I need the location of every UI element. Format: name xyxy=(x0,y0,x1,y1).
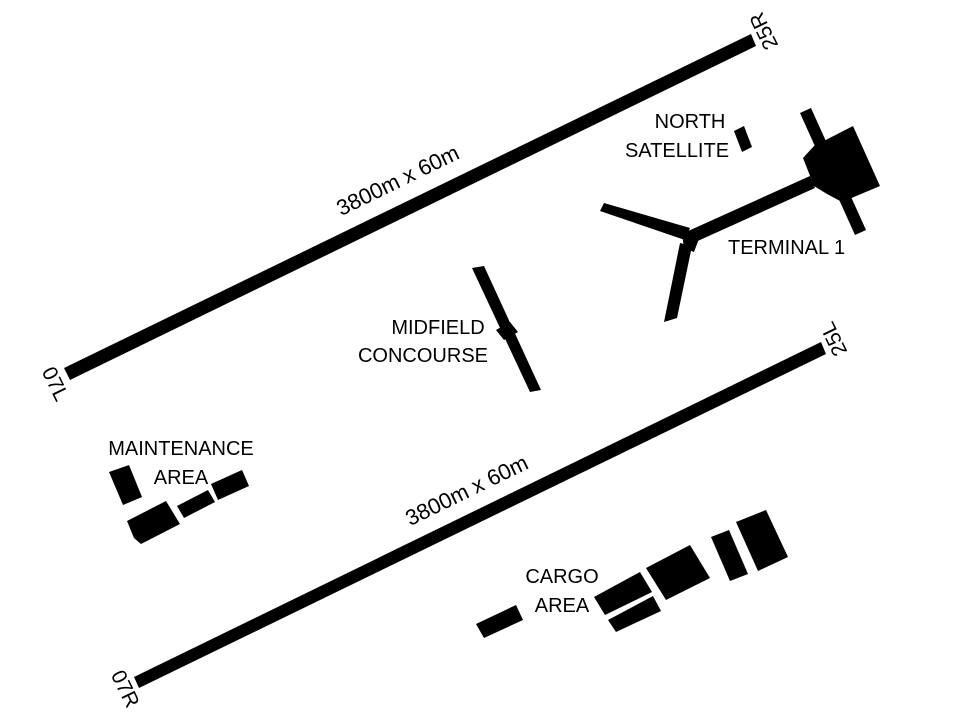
maintenance-hangar-4 xyxy=(211,470,249,500)
cargo-building-3 xyxy=(608,596,661,632)
terminal-1-hub xyxy=(682,234,700,252)
cargo-building-4 xyxy=(646,545,710,600)
midfield-concourse-hub xyxy=(496,322,518,340)
north-satellite-label-line2: SATELLITE xyxy=(625,140,729,162)
terminal-1-main-building xyxy=(803,126,880,202)
terminal-1: TERMINAL 1 xyxy=(600,108,880,322)
maintenance-area-label-line2: AREA xyxy=(154,467,209,489)
terminal-1-label: TERMINAL 1 xyxy=(728,237,845,259)
terminal-1-west-pier xyxy=(600,203,690,240)
terminal-1-south-pier xyxy=(664,243,692,322)
north-satellite-building xyxy=(734,126,752,152)
midfield-concourse-label-line1: MIDFIELD xyxy=(391,317,484,339)
north-satellite: NORTH SATELLITE xyxy=(625,111,752,162)
maintenance-hangar-2 xyxy=(127,501,180,544)
midfield-concourse-label-line2: CONCOURSE xyxy=(358,345,488,367)
maintenance-area-label-line1: MAINTENANCE xyxy=(108,438,254,460)
terminal-1-link-bridge xyxy=(686,176,815,244)
north-satellite-label-line1: NORTH xyxy=(655,111,726,133)
cargo-area-label-line1: CARGO xyxy=(525,566,598,588)
cargo-building-6 xyxy=(736,510,788,571)
midfield-concourse: MIDFIELD CONCOURSE xyxy=(358,266,541,392)
cargo-area-label-line2: AREA xyxy=(535,595,590,617)
cargo-building-1 xyxy=(476,605,523,638)
cargo-building-2 xyxy=(594,572,652,615)
cargo-area: CARGO AREA xyxy=(476,510,788,638)
runway-07r-25l-pavement xyxy=(134,342,826,688)
maintenance-area: MAINTENANCE AREA xyxy=(108,438,254,544)
runway-07l-25r-pavement xyxy=(64,34,756,380)
cargo-building-5 xyxy=(711,530,748,581)
maintenance-hangar-3 xyxy=(177,490,215,518)
maintenance-hangar-1 xyxy=(109,465,142,505)
